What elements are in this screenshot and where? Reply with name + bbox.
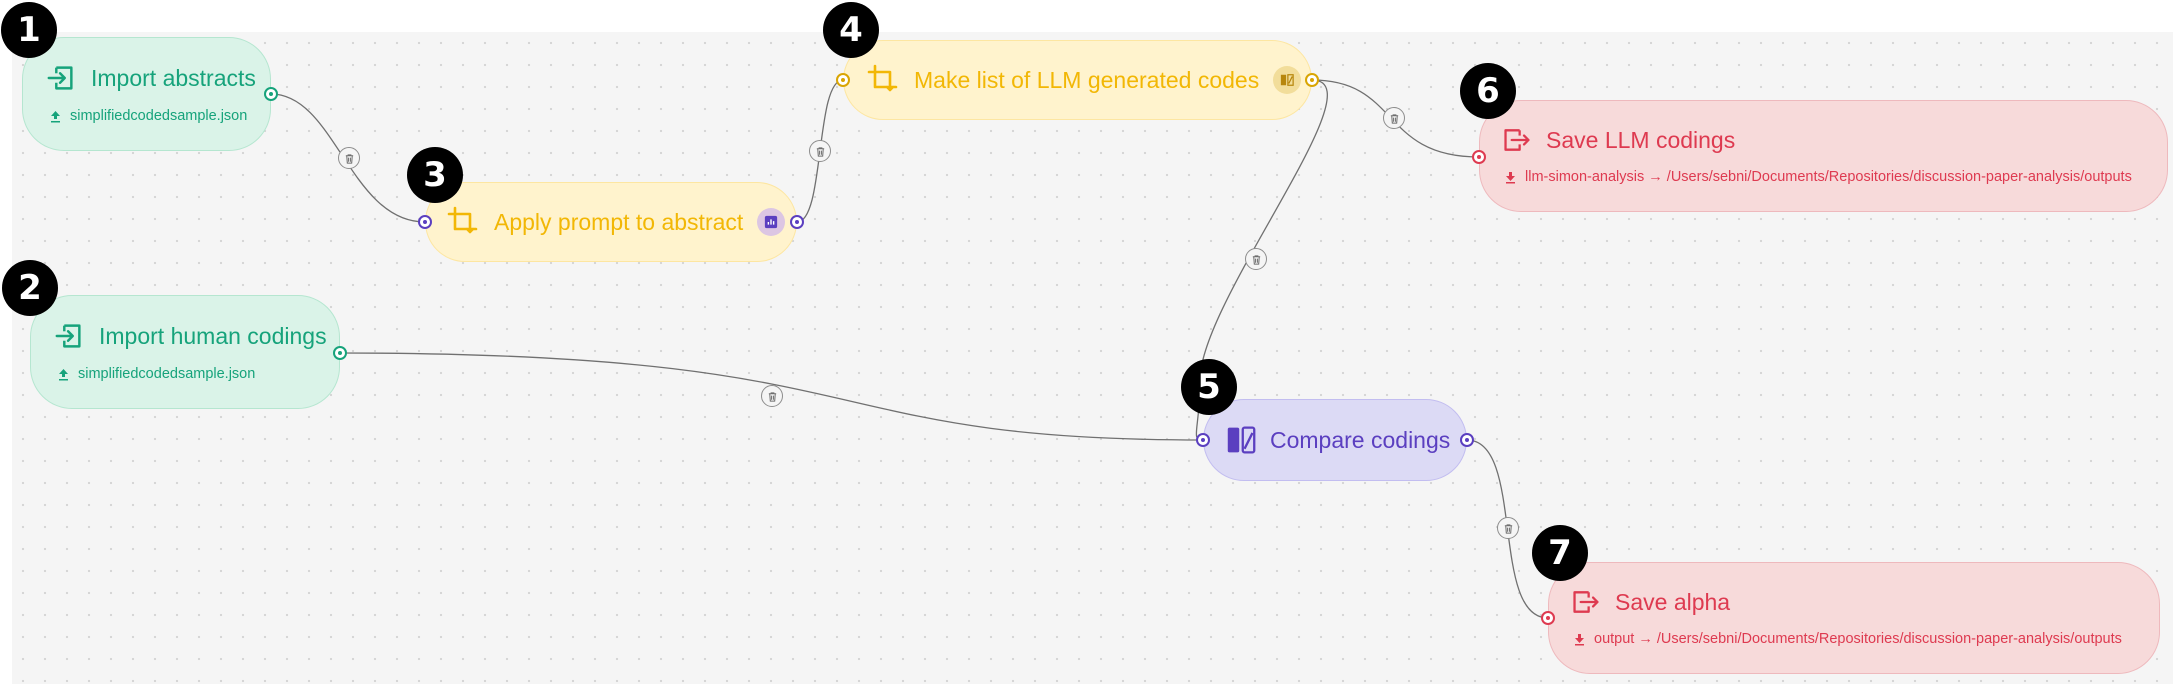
compare-icon [1281,74,1294,86]
edge-delete-button[interactable] [809,140,831,162]
node-title: Save LLM codings [1546,126,1736,153]
node-subtitle: llm-simon-analysis → /Users/sebni/Docume… [1525,169,2132,185]
crop-icon [447,206,478,234]
edge-make-list-to-compare[interactable] [1195,79,1328,441]
output-port[interactable] [264,87,278,101]
step-badge: 4 [823,2,879,58]
node-title: Make list of LLM generated codes [914,66,1260,93]
input-port[interactable] [418,215,432,229]
edge-import-human-to-compare[interactable] [339,352,1204,441]
step-badge: 6 [1460,63,1516,119]
node-import-human-codings[interactable]: Import human codings simplifiedcodedsamp… [30,295,340,409]
node-subtitle: output → /Users/sebni/Documents/Reposito… [1594,631,2122,647]
upload-icon [51,110,60,122]
node-title: Apply prompt to abstract [494,208,744,235]
output-port[interactable] [1305,73,1319,87]
step-badge: 2 [2,260,58,316]
import-icon [47,66,73,90]
compare-icon [1227,426,1256,454]
trash-icon [1390,113,1398,124]
node-subtitle: simplifiedcodedsample.json [78,366,256,382]
node-import-abstracts[interactable]: Import abstracts simplifiedcodedsample.j… [22,37,271,151]
output-port[interactable] [790,215,804,229]
node-title: Save alpha [1615,588,1731,615]
step-badge: 1 [1,2,57,58]
edge-delete-button[interactable] [1245,248,1267,270]
node-title: Import abstracts [91,64,256,91]
upload-icon [59,368,68,380]
node-title: Compare codings [1270,426,1451,453]
node-subtitle: simplifiedcodedsample.json [70,108,248,124]
edge-delete-button[interactable] [761,385,783,407]
node-title: Import human codings [99,322,327,349]
trash-icon [816,146,824,157]
import-icon [55,324,81,348]
output-port[interactable] [1460,433,1474,447]
export-icon [1504,129,1530,151]
step-badge: 5 [1181,359,1237,415]
step-badge: 7 [1532,525,1588,581]
crop-icon [867,64,898,92]
node-make-list[interactable]: Make list of LLM generated codes [843,40,1312,120]
download-icon [1575,633,1584,645]
edge-delete-button[interactable] [1383,107,1405,129]
model-chip[interactable] [1273,66,1302,94]
output-port[interactable] [333,346,347,360]
node-save-alpha[interactable]: Save alpha output → /Users/sebni/Documen… [1548,562,2160,674]
chart-icon [765,215,778,229]
node-compare-codings[interactable]: Compare codings [1203,399,1467,481]
model-chip[interactable] [757,208,786,236]
trash-icon [768,391,776,402]
step-badge: 3 [407,147,463,203]
input-port[interactable] [1541,611,1555,625]
edge-delete-button[interactable] [338,147,360,169]
trash-icon [1504,523,1512,534]
edge-delete-button[interactable] [1497,517,1519,539]
input-port[interactable] [1472,150,1486,164]
export-icon [1573,591,1599,613]
input-port[interactable] [1196,433,1210,447]
node-save-llm-codings[interactable]: Save LLM codings llm-simon-analysis → /U… [1479,100,2168,212]
trash-icon [345,153,353,164]
input-port[interactable] [836,73,850,87]
node-apply-prompt[interactable]: Apply prompt to abstract [425,182,797,262]
trash-icon [1252,254,1260,265]
download-icon [1506,171,1515,183]
